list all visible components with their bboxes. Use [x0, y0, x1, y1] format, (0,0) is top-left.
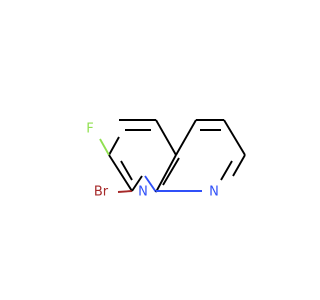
- bond-c6-c7: [223, 119, 246, 156]
- bond-c2-f: [99, 138, 110, 156]
- double-bond-c7-n8: [220, 160, 233, 181]
- fluorine-label: F: [86, 122, 93, 137]
- bond-c3-n1: [131, 175, 143, 192]
- double-bond-c8a-c4a: [162, 157, 180, 186]
- bond-c3-br: [117, 190, 133, 193]
- nitrogen-label-a: N: [138, 185, 148, 200]
- bond-c7-n8: [232, 154, 246, 177]
- bond-c1-c2: [108, 136, 120, 156]
- molecule-structure: F Br N N: [86, 119, 246, 200]
- bond-c4a-c4: [155, 119, 177, 156]
- bond-c4a-c5: [175, 119, 197, 156]
- molecule-svg: F Br N N: [86, 119, 246, 200]
- bond-n1-c8a: [144, 175, 157, 193]
- double-bond-c2-c3: [120, 160, 133, 181]
- nitrogen-label-b: N: [209, 185, 219, 200]
- bromine-label: Br: [94, 185, 109, 200]
- bond-c8a-c4a: [155, 154, 177, 193]
- bond-c2-c3: [108, 154, 133, 192]
